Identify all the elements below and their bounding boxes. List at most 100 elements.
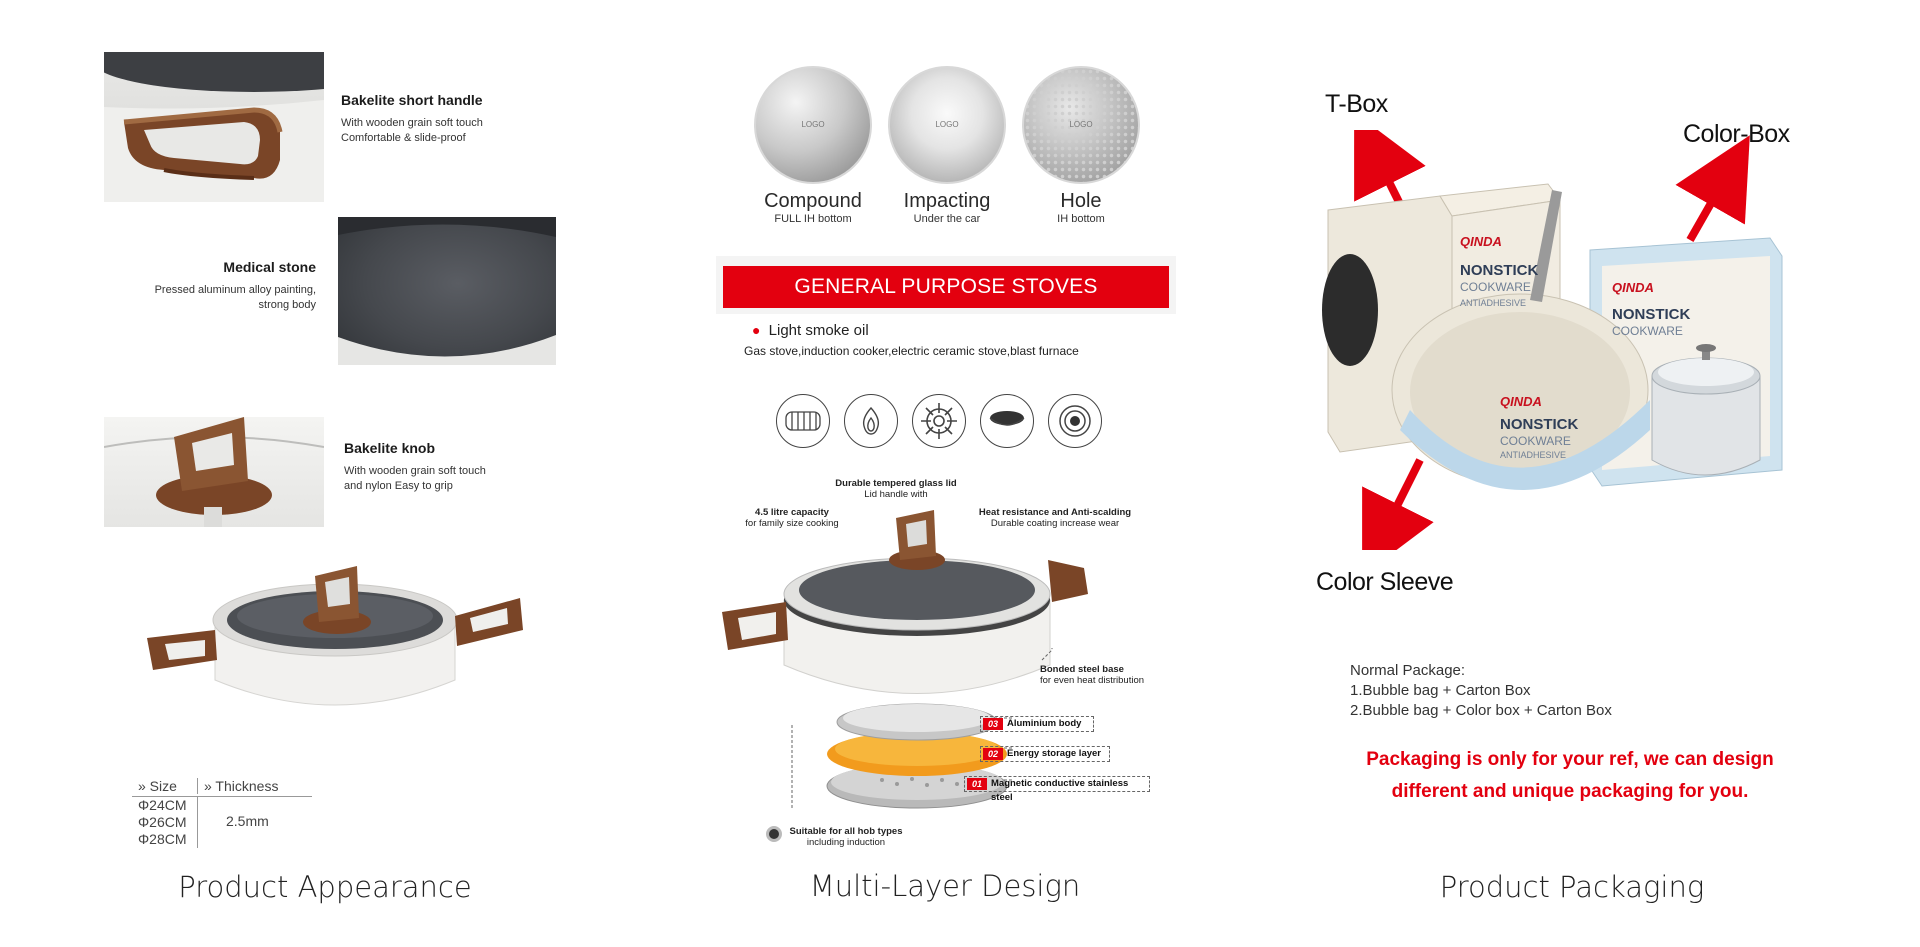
feature-title: Bakelite short handle bbox=[341, 92, 483, 108]
feature-desc: With wooden grain soft touch bbox=[341, 117, 483, 129]
normal-package-title: Normal Package: bbox=[1350, 662, 1466, 679]
callout-sub: Durable coating increase wear bbox=[990, 518, 1120, 529]
handle-illustration bbox=[104, 52, 324, 202]
box-subtitle: ANTIADHESIVE bbox=[1460, 298, 1527, 308]
smoke-oil-text: Light smoke oil bbox=[768, 322, 869, 339]
compound-bottom-disc: LOGO bbox=[754, 66, 872, 184]
packaging-note-line-2: different and unique packaging for you. bbox=[1391, 781, 1749, 802]
feature-knob-text: Bakelite knob With wooden grain soft tou… bbox=[344, 440, 486, 494]
callout-title: Heat resistance and Anti-scalding bbox=[978, 507, 1132, 518]
layer-tag-energy: 02 Energy storage layer bbox=[980, 746, 1110, 762]
box-subtitle: COOKWARE bbox=[1612, 324, 1683, 338]
disc-logo: LOGO bbox=[1069, 120, 1093, 129]
callout-hob-types: Suitable for all hob types including ind… bbox=[786, 826, 906, 848]
stoves-list-text: Gas stove,induction cooker,electric cera… bbox=[744, 344, 1079, 358]
feature-title: Medical stone bbox=[223, 259, 316, 275]
bottom-label-hole: Hole IH bottom bbox=[1011, 190, 1151, 225]
bakelite-handle-photo bbox=[104, 52, 324, 202]
smoke-oil-line: ● Light smoke oil bbox=[752, 322, 869, 339]
layer-number: 01 bbox=[967, 778, 987, 790]
layer-label: Energy storage layer bbox=[1007, 748, 1101, 759]
caption-multi-layer-design: Multi-Layer Design bbox=[809, 869, 1081, 903]
thickness-header: » Thickness bbox=[204, 778, 279, 794]
callout-title: Durable tempered glass lid bbox=[835, 478, 957, 489]
color-sleeve-label: Color Sleeve bbox=[1316, 568, 1454, 596]
gas-flame-icon bbox=[844, 394, 898, 448]
callout-capacity: 4.5 litre capacity for family size cooki… bbox=[732, 507, 852, 529]
feature-desc: strong body bbox=[258, 299, 316, 311]
size-value: Φ26CM bbox=[138, 814, 187, 830]
colorbox-front-print: QINDA NONSTICK COOKWARE bbox=[1608, 272, 1708, 362]
callout-heat-resistance: Heat resistance and Anti-scalding Durabl… bbox=[960, 507, 1150, 529]
packaging-illustration bbox=[1322, 112, 1783, 576]
layer-label: Aluminium body bbox=[1007, 718, 1082, 729]
bottom-name: Impacting bbox=[903, 190, 991, 212]
bottom-name: Compound bbox=[764, 190, 862, 212]
casserole-pot-image bbox=[145, 560, 525, 725]
bottom-sub: IH bottom bbox=[1057, 213, 1105, 225]
tbox-front-print: QINDA NONSTICK COOKWARE ANTIADHESIVE bbox=[1452, 216, 1556, 324]
callout-steel-base: Bonded steel base for even heat distribu… bbox=[1040, 664, 1162, 686]
layer-number: 02 bbox=[983, 748, 1003, 760]
feature-desc: Comfortable & slide-proof bbox=[341, 132, 466, 144]
hob-icon bbox=[766, 826, 782, 842]
normal-package-option-1: 1.Bubble bag + Carton Box bbox=[1350, 682, 1531, 699]
box-title: NONSTICK bbox=[1460, 262, 1539, 279]
callout-title: Bonded steel base bbox=[1040, 664, 1124, 675]
box-subtitle: COOKWARE bbox=[1460, 280, 1531, 294]
packaging-note: Packaging is only for your ref, we can d… bbox=[1310, 744, 1830, 808]
size-header: » Size bbox=[132, 778, 198, 794]
pot-illustration bbox=[147, 566, 523, 706]
size-table: » Size » Thickness Φ24CM Φ26CM Φ28CM 2.5… bbox=[132, 778, 312, 848]
bottom-sub: FULL IH bottom bbox=[774, 213, 852, 225]
bottom-name: Hole bbox=[1060, 190, 1102, 212]
size-value: Φ24CM bbox=[138, 797, 187, 813]
feature-stone-text: Medical stone Pressed aluminum alloy pai… bbox=[140, 259, 316, 313]
callout-sub: for even heat distribution bbox=[1040, 675, 1145, 686]
induction-stove-icon bbox=[1048, 394, 1102, 448]
packaging-note-line-1: Packaging is only for your ref, we can d… bbox=[1366, 749, 1774, 770]
sleeve-front-print: QINDA NONSTICK COOKWARE ANTIADHESIVE bbox=[1496, 386, 1596, 476]
normal-package-option-2: 2.Bubble bag + Color box + Carton Box bbox=[1350, 702, 1612, 719]
feature-title: Bakelite knob bbox=[344, 440, 436, 456]
callout-title: Suitable for all hob types bbox=[789, 826, 903, 837]
medical-stone-photo bbox=[338, 217, 556, 365]
callout-glass-lid: Durable tempered glass lid Lid handle wi… bbox=[826, 478, 966, 500]
gas-burner-icon bbox=[912, 394, 966, 448]
packaging-photo bbox=[1320, 112, 1820, 576]
disc-logo: LOGO bbox=[801, 120, 825, 129]
layer-tag-magnetic: 01 Magnetic conductive stainless steel bbox=[964, 776, 1150, 803]
caption-product-appearance: Product Appearance bbox=[178, 870, 472, 904]
callout-sub: for family size cooking bbox=[745, 518, 839, 529]
feature-handle-text: Bakelite short handle With wooden grain … bbox=[341, 92, 483, 146]
box-brand: QINDA bbox=[1460, 234, 1502, 249]
normal-package-block: Normal Package: 1.Bubble bag + Carton Bo… bbox=[1350, 661, 1612, 721]
feature-desc: Pressed aluminum alloy painting, bbox=[154, 284, 316, 296]
stone-illustration bbox=[338, 217, 556, 365]
disc-logo: LOGO bbox=[935, 120, 959, 129]
bottom-label-compound: Compound FULL IH bottom bbox=[743, 190, 883, 225]
impacting-bottom-disc: LOGO bbox=[888, 66, 1006, 184]
box-title: NONSTICK bbox=[1500, 416, 1579, 433]
knob-illustration bbox=[104, 417, 324, 527]
ceramic-stove-icon bbox=[980, 394, 1034, 448]
box-subtitle: COOKWARE bbox=[1500, 434, 1571, 448]
bottom-label-impacting: Impacting Under the car bbox=[877, 190, 1017, 225]
layer-label: Magnetic conductive stainless steel bbox=[991, 778, 1129, 803]
box-title: NONSTICK bbox=[1612, 306, 1691, 323]
callout-sub: Lid handle with bbox=[864, 489, 928, 500]
bakelite-knob-photo bbox=[104, 417, 324, 527]
bottom-sub: Under the car bbox=[913, 213, 981, 225]
exploded-pot-diagram bbox=[722, 490, 1112, 810]
general-purpose-stoves-banner: GENERAL PURPOSE STOVES bbox=[723, 266, 1169, 308]
size-value: Φ28CM bbox=[138, 831, 187, 847]
hole-bottom-disc: LOGO bbox=[1022, 66, 1140, 184]
callout-title: 4.5 litre capacity bbox=[755, 507, 829, 518]
layer-tag-aluminium: 03 Aluminium body bbox=[980, 716, 1094, 732]
thickness-value: 2.5mm bbox=[226, 813, 269, 829]
box-subtitle: ANTIADHESIVE bbox=[1500, 450, 1567, 460]
box-brand: QINDA bbox=[1612, 280, 1654, 295]
caption-product-packaging: Product Packaging bbox=[1439, 870, 1705, 904]
layer-number: 03 bbox=[983, 718, 1003, 730]
tbox-label: T-Box bbox=[1325, 90, 1388, 118]
